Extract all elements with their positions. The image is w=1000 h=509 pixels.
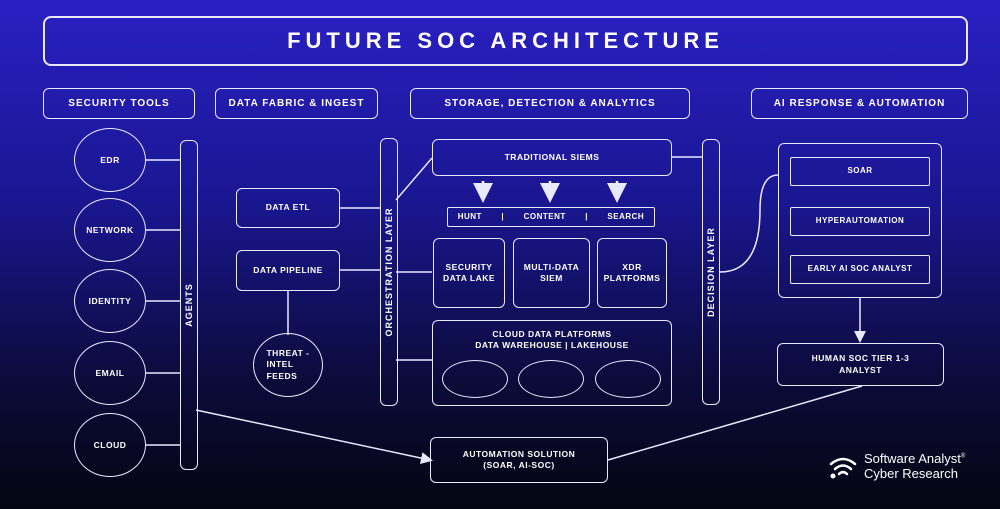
cloud-platform-2 bbox=[518, 360, 584, 398]
logo-line-1: Software Analyst bbox=[864, 451, 961, 466]
multi-data-siem-box: MULTI-DATA SIEM bbox=[513, 238, 590, 308]
header-storage-detection: STORAGE, DETECTION & ANALYTICS bbox=[410, 88, 690, 119]
hunt-content-search-bar: HUNT | CONTENT | SEARCH bbox=[447, 207, 655, 227]
threat-intel-feeds: THREAT - INTEL FEEDS bbox=[253, 333, 323, 397]
decision-layer-bar: DECISION LAYER bbox=[702, 139, 720, 405]
wifi-signal-icon bbox=[829, 457, 857, 479]
xdr-platforms-box: XDR PLATFORMS bbox=[597, 238, 667, 308]
data-pipeline-box: DATA PIPELINE bbox=[236, 250, 340, 291]
orchestration-layer-label: ORCHESTRATION LAYER bbox=[384, 207, 394, 337]
page-title: FUTURE SOC ARCHITECTURE bbox=[43, 16, 968, 66]
early-ai-soc-analyst-box: EARLY AI SOC ANALYST bbox=[790, 255, 930, 284]
tool-edr: EDR bbox=[74, 128, 146, 192]
software-analyst-logo: Software Analyst® Cyber Research bbox=[828, 451, 966, 482]
orchestration-layer-bar: ORCHESTRATION LAYER bbox=[380, 138, 398, 406]
separator-2: | bbox=[585, 211, 588, 221]
hyperautomation-box: HYPERAUTOMATION bbox=[790, 207, 930, 236]
tool-email: EMAIL bbox=[74, 341, 146, 405]
cloud-data-platforms-box: CLOUD DATA PLATFORMS DATA WAREHOUSE | LA… bbox=[432, 320, 672, 406]
decision-layer-label: DECISION LAYER bbox=[706, 227, 716, 317]
logo-text: Software Analyst® Cyber Research bbox=[864, 451, 966, 482]
cloud-platform-3 bbox=[595, 360, 661, 398]
agents-label: AGENTS bbox=[184, 283, 194, 327]
security-data-lake-box: SECURITY DATA LAKE bbox=[433, 238, 505, 308]
agents-bar: AGENTS bbox=[180, 140, 198, 470]
tool-network: NETWORK bbox=[74, 198, 146, 262]
human-soc-analyst-box: HUMAN SOC TIER 1-3 ANALYST bbox=[777, 343, 944, 386]
header-data-fabric: DATA FABRIC & INGEST bbox=[215, 88, 378, 119]
ai-automation-container bbox=[778, 143, 942, 298]
tool-identity: IDENTITY bbox=[74, 269, 146, 333]
traditional-siems-box: TRADITIONAL SIEMS bbox=[432, 139, 672, 176]
logo-line-2: Cyber Research bbox=[864, 465, 958, 481]
automation-solution-box: AUTOMATION SOLUTION (SOAR, AI-SOC) bbox=[430, 437, 608, 483]
header-security-tools: SECURITY TOOLS bbox=[43, 88, 195, 119]
cloud-platform-1 bbox=[442, 360, 508, 398]
content-label: CONTENT bbox=[523, 211, 566, 221]
hunt-label: HUNT bbox=[457, 211, 482, 221]
data-etl-box: DATA ETL bbox=[236, 188, 340, 228]
separator-1: | bbox=[501, 211, 505, 221]
tool-cloud: CLOUD bbox=[74, 413, 146, 477]
search-label: SEARCH bbox=[607, 211, 645, 221]
logo-registered: ® bbox=[960, 453, 966, 460]
header-ai-response: AI RESPONSE & AUTOMATION bbox=[751, 88, 968, 119]
soar-box: SOAR bbox=[790, 157, 930, 186]
cloud-data-platforms-label: CLOUD DATA PLATFORMS DATA WAREHOUSE | LA… bbox=[475, 329, 629, 351]
